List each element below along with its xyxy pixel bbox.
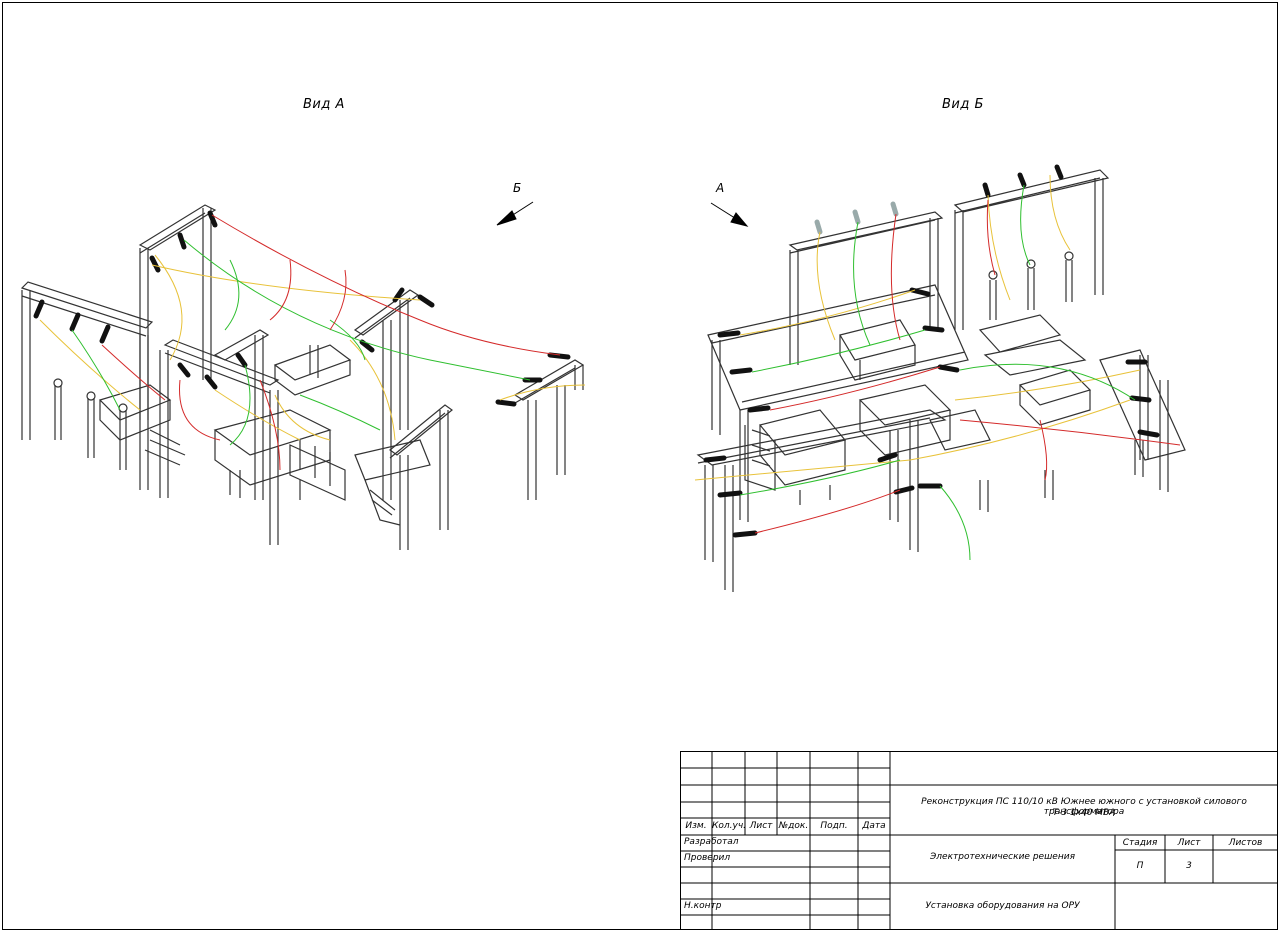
header-list: Лист — [749, 821, 773, 831]
stage-value: П — [1136, 861, 1144, 871]
view-a-title: Вид А — [303, 97, 345, 112]
sheet-value: 3 — [1186, 861, 1192, 871]
section-title: Электротехнические решения — [930, 852, 1075, 862]
view-arrow-label-a: А — [716, 181, 725, 195]
project-title-line2: Т-3 1х40 МВА — [1052, 808, 1116, 818]
view-b-title: Вид Б — [942, 97, 984, 112]
header-kol-uch: Кол.уч. — [712, 821, 747, 831]
view-a-insulators — [33, 210, 571, 407]
view-b-wires-phase-b — [739, 184, 1136, 561]
header-izm: Изм. — [685, 821, 707, 831]
header-podp: Подп. — [820, 821, 848, 831]
view-b-wires-phase-a — [694, 174, 1141, 481]
view-b-insulator-caps — [814, 201, 899, 235]
header-ndok: №док. — [778, 821, 809, 831]
view-b-wires-phase-c — [754, 199, 1181, 534]
role-razrabotal: Разработал — [684, 837, 739, 847]
view-b-structures — [696, 169, 1186, 592]
view-arrow-label-b: Б — [513, 181, 522, 195]
view-arrow-b — [496, 201, 534, 226]
sheet-header: Лист — [1177, 838, 1201, 848]
view-a-structures — [20, 204, 585, 550]
view-a-wires-phase-b — [71, 239, 531, 446]
title-block — [680, 751, 1278, 930]
view-a-wires-phase-a — [39, 254, 586, 441]
view-b-insulators — [703, 164, 1160, 538]
sheet-title: Установка оборудования на ОРУ — [925, 901, 1080, 911]
project-title-line1: Реконструкция ПС 110/10 кВ Южнее южного … — [921, 797, 1247, 817]
stage-header: Стадия — [1122, 838, 1158, 848]
role-n-kontr: Н.контр — [684, 901, 722, 911]
header-data: Дата — [862, 821, 886, 831]
sheets-header: Листов — [1228, 838, 1263, 848]
view-arrow-a — [710, 202, 749, 227]
role-proveril: Проверил — [684, 853, 731, 863]
view-a-wires-phase-c — [101, 214, 561, 471]
